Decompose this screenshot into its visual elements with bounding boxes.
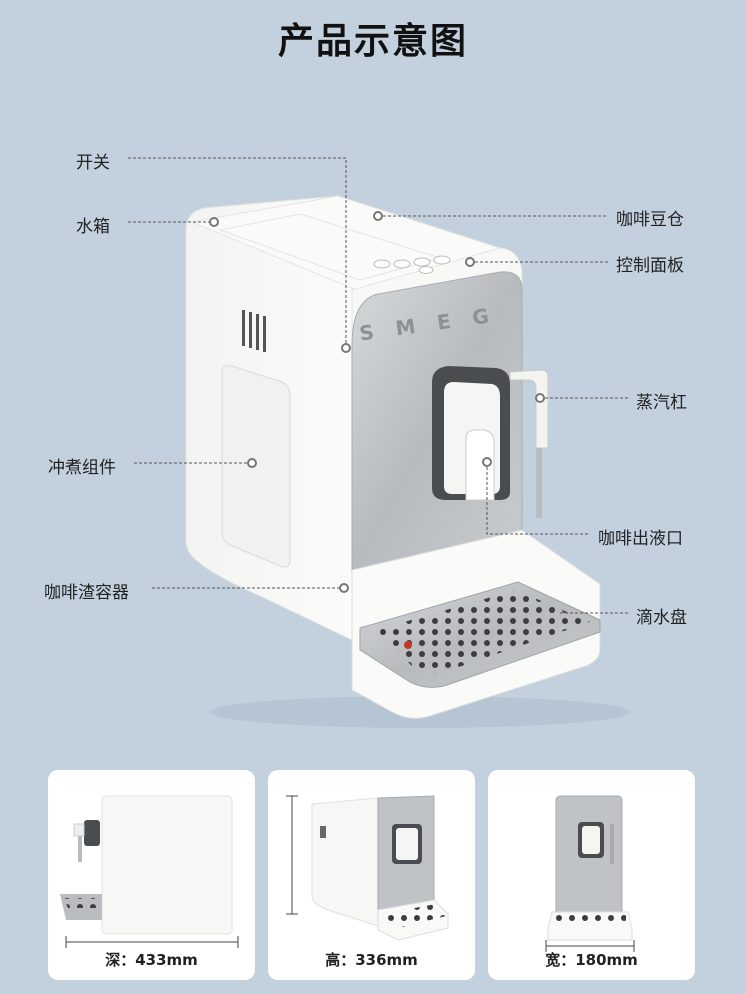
dimension-card-width: 宽：180mm	[488, 770, 695, 980]
dimension-depth: 深：433mm	[105, 951, 198, 969]
label-drip-tray: 滴水盘	[636, 608, 687, 628]
label-control-panel: 控制面板	[616, 256, 684, 276]
brew-unit-door	[221, 365, 291, 568]
dimension-card-height: 高：336mm	[268, 770, 475, 980]
page-title: 产品示意图	[277, 21, 468, 62]
dimension-width: 宽：180mm	[545, 951, 638, 969]
leader-lines	[128, 157, 628, 614]
dimension-height: 高：336mm	[325, 951, 418, 969]
label-switch: 开关	[76, 153, 110, 173]
three-quarter-view-image	[286, 795, 449, 941]
side-vents	[242, 310, 266, 352]
leader-dots	[209, 211, 545, 593]
label-brew-unit: 冲煮组件	[48, 458, 116, 478]
label-bean-hopper: 咖啡豆仓	[616, 210, 684, 230]
front-view-image	[545, 795, 635, 952]
coffee-machine-illustration: SMEG	[128, 157, 630, 728]
steam-wand	[509, 369, 549, 449]
side-view-image	[60, 795, 239, 948]
label-coffee-outlet: 咖啡出液口	[598, 529, 683, 549]
label-grounds-container: 咖啡渣容器	[44, 583, 129, 603]
label-steam-wand: 蒸汽杠	[636, 393, 687, 413]
control-panel-buttons	[373, 255, 451, 274]
dimension-card-depth: 深：433mm	[48, 770, 255, 980]
label-water-tank: 水箱	[76, 217, 110, 237]
